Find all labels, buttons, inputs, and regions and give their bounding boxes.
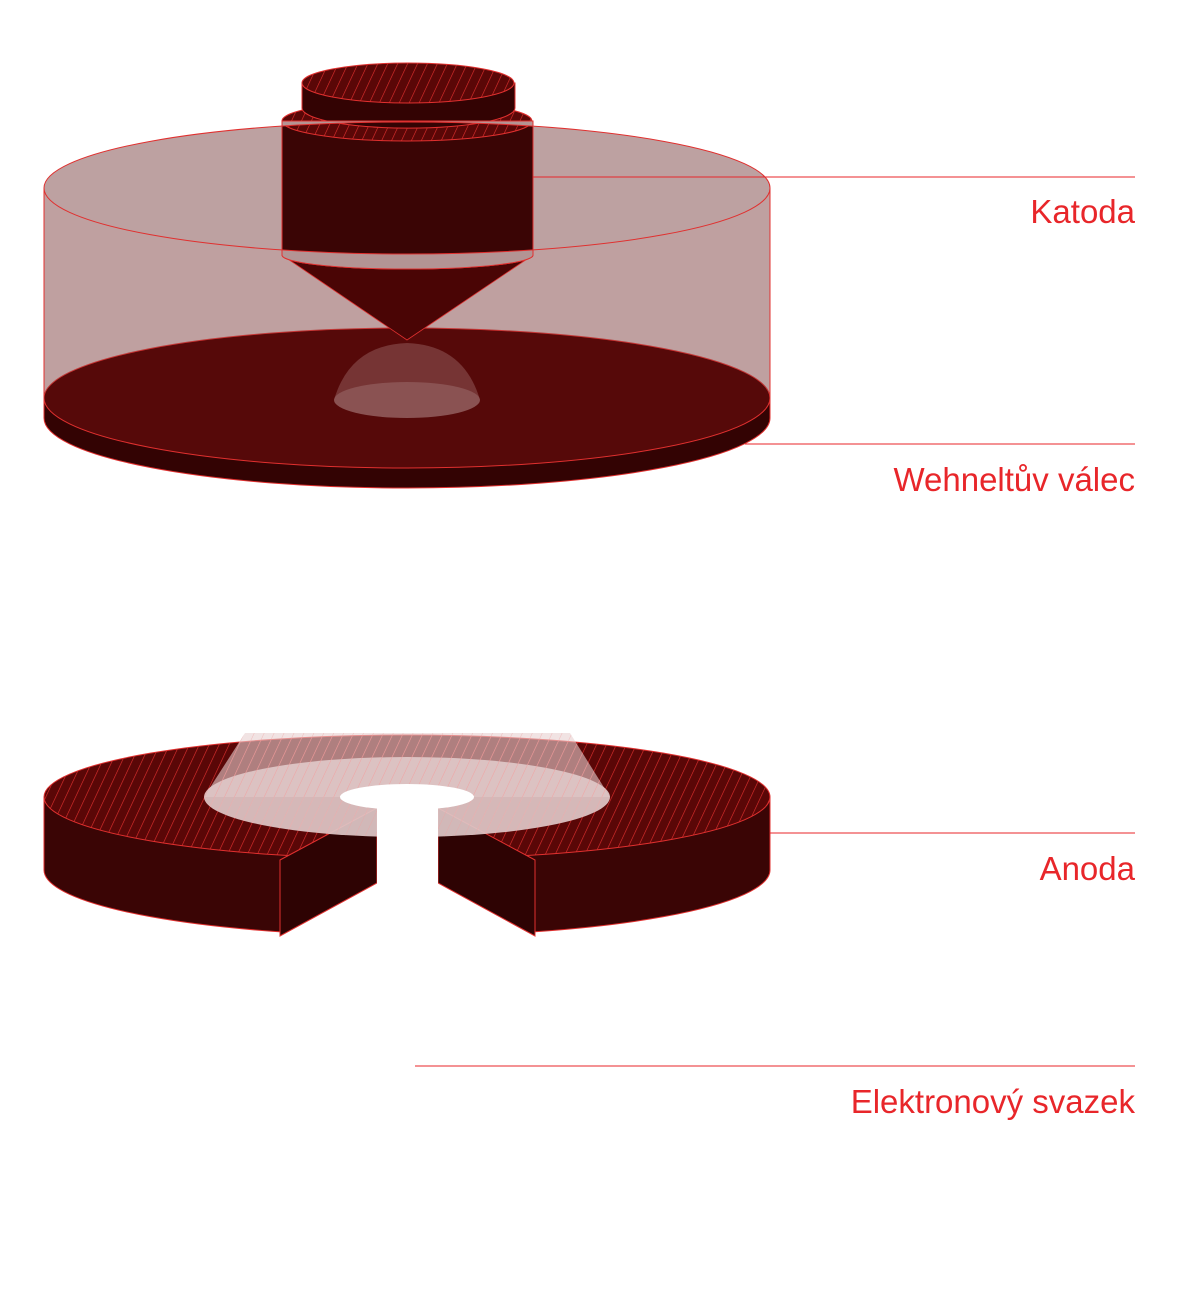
- anode-label: Anoda: [1039, 850, 1135, 887]
- cathode-label: Katoda: [1030, 193, 1135, 230]
- anode: [43, 733, 771, 1000]
- wehnelt-label: Wehneltův válec: [893, 461, 1135, 498]
- beam-label: Elektronový svazek: [850, 1083, 1135, 1120]
- wehnelt-top-face: [43, 120, 771, 270]
